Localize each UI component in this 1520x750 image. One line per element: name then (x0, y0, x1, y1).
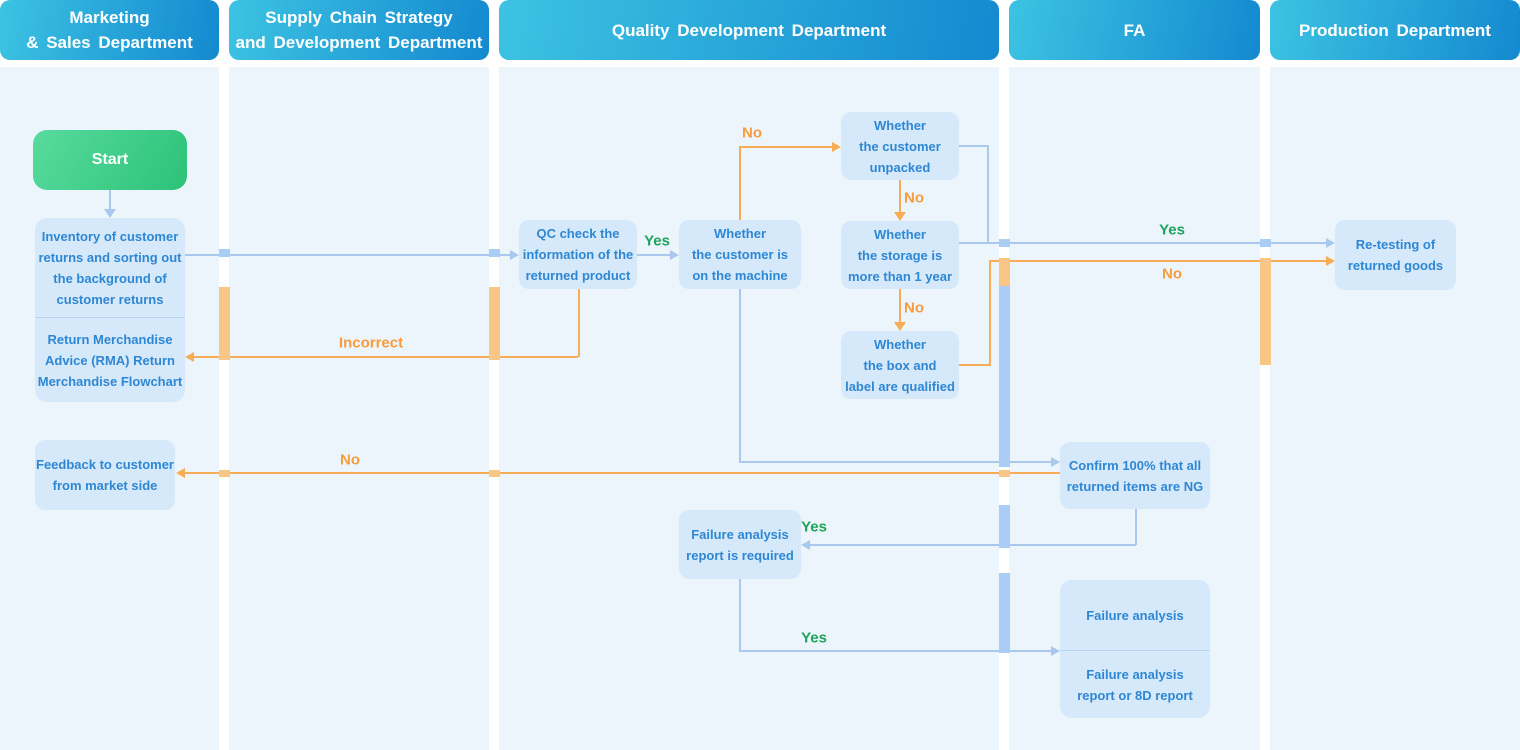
lane-header-quality: Quality Development Department (499, 0, 999, 60)
gap2-orange-crossing (489, 470, 500, 477)
gap3-orange-bar (999, 258, 1010, 286)
lane-body-quality (499, 67, 999, 750)
lane-header-supply-chain: Supply Chain Strategy and Development De… (229, 0, 489, 60)
arrowhead-into-confirm (1051, 457, 1060, 467)
node-failure-analysis-group: Failure analysis Failure analysis report… (1060, 580, 1210, 718)
node-confirm-ng: Confirm 100% that all returned items are… (1060, 442, 1210, 509)
arrowhead-into-qc (510, 250, 519, 260)
node-start: Start (33, 130, 187, 190)
node-storage: Whether the storage is more than 1 year (841, 221, 959, 289)
connector-machine-no-horizontal (739, 146, 832, 148)
edge-label-no-confirm: No (340, 451, 360, 469)
connector-inventory-to-qc (185, 254, 510, 256)
arrowhead-into-feedback (176, 468, 185, 478)
gap1-orange-crossing (219, 470, 230, 477)
node-box-label: Whether the box and label are qualified (841, 331, 959, 399)
node-fa-report-8d-text: Failure analysis report or 8D report (1060, 650, 1210, 718)
connector-qc-to-machine (637, 254, 670, 256)
edge-label-yes-confirm: Yes (801, 518, 827, 536)
node-unpacked: Whether the customer unpacked (841, 112, 959, 180)
connector-storage-yes-to-retesting (959, 242, 1326, 244)
connector-fareq-vertical (739, 579, 741, 651)
node-qc-check: QC check the information of the returned… (519, 220, 637, 289)
arrowhead-into-boxlabel (894, 322, 906, 331)
node-retesting: Re-testing of returned goods (1335, 220, 1456, 290)
arrowhead-into-fareq (801, 540, 810, 550)
connector-machine-yes-horizontal (739, 461, 1051, 463)
arrowhead-into-rma (185, 352, 194, 362)
node-fa-report-required: Failure analysis report is required (679, 510, 801, 579)
connector-unpacked-right-horizontal (959, 145, 989, 147)
connector-qc-incorrect-horizontal (194, 356, 578, 358)
gap1-orange-bar (219, 287, 230, 360)
connector-boxlabel-no-h1 (959, 364, 991, 366)
lane-header-production: Production Department (1270, 0, 1520, 60)
connector-boxlabel-no-vertical (989, 260, 991, 365)
gap3-blue-bar-middle (999, 505, 1010, 548)
node-rma-text: Return Merchandise Advice (RMA) Return M… (35, 317, 185, 402)
connector-machine-yes-vertical (739, 289, 741, 462)
edge-label-incorrect: Incorrect (338, 334, 404, 352)
gap3-blue-crossing-top (999, 239, 1010, 247)
connector-storage-no (899, 289, 901, 322)
connector-unpacked-no (899, 180, 901, 212)
arrowhead-into-retesting-blue (1326, 238, 1335, 248)
node-failure-analysis-text: Failure analysis (1086, 607, 1184, 623)
connector-confirm-no-to-feedback (185, 472, 1060, 474)
connector-machine-no-vertical (739, 146, 741, 220)
connector-qc-incorrect-vertical (578, 289, 580, 357)
arrowhead-into-machine (670, 250, 679, 260)
edge-label-yes-storage: Yes (1159, 221, 1185, 239)
edge-label-no-unpacked: No (904, 189, 924, 207)
lane-header-fa: FA (1009, 0, 1260, 60)
connector-unpacked-right-vertical (987, 145, 989, 244)
connector-boxlabel-no-to-retesting (990, 260, 1326, 262)
lane-header-marketing: Marketing & Sales Department (0, 0, 219, 60)
gap2-orange-bar (489, 287, 500, 360)
edge-label-no-qualified: No (1162, 265, 1182, 283)
gap3-blue-bar-upper (999, 286, 1010, 467)
edge-label-yes-fareq: Yes (801, 629, 827, 647)
arrowhead-into-storage (894, 212, 906, 221)
node-feedback: Feedback to customer from market side (35, 440, 175, 510)
edge-label-yes-qc: Yes (644, 232, 670, 250)
arrowhead-start-to-inventory (104, 209, 116, 218)
node-on-machine: Whether the customer is on the machine (679, 220, 801, 289)
gap2-blue-crossing (489, 249, 500, 257)
gap3-blue-bar-lower (999, 573, 1010, 653)
connector-fareq-to-failure-analysis (739, 650, 1051, 652)
gap4-orange-bar (1260, 258, 1271, 365)
lane-body-supply-chain (229, 67, 489, 750)
connector-confirm-yes-horizontal (810, 544, 1136, 546)
node-inventory-text: Inventory of customer returns and sortin… (38, 228, 182, 307)
gap3-orange-crossing (999, 470, 1010, 477)
connector-confirm-yes-vertical (1135, 509, 1137, 545)
gap4-blue-crossing (1260, 239, 1271, 247)
arrowhead-into-retesting-orange (1326, 256, 1335, 266)
gap1-blue-crossing (219, 249, 230, 257)
edge-label-no-machine: No (742, 124, 762, 142)
node-inventory-rma: Inventory of customer returns and sortin… (35, 218, 185, 402)
lane-body-production (1270, 67, 1520, 750)
arrowhead-into-failure-analysis (1051, 646, 1060, 656)
edge-label-no-storage: No (904, 299, 924, 317)
arrowhead-into-unpacked (832, 142, 841, 152)
connector-start-to-inventory (109, 190, 111, 210)
